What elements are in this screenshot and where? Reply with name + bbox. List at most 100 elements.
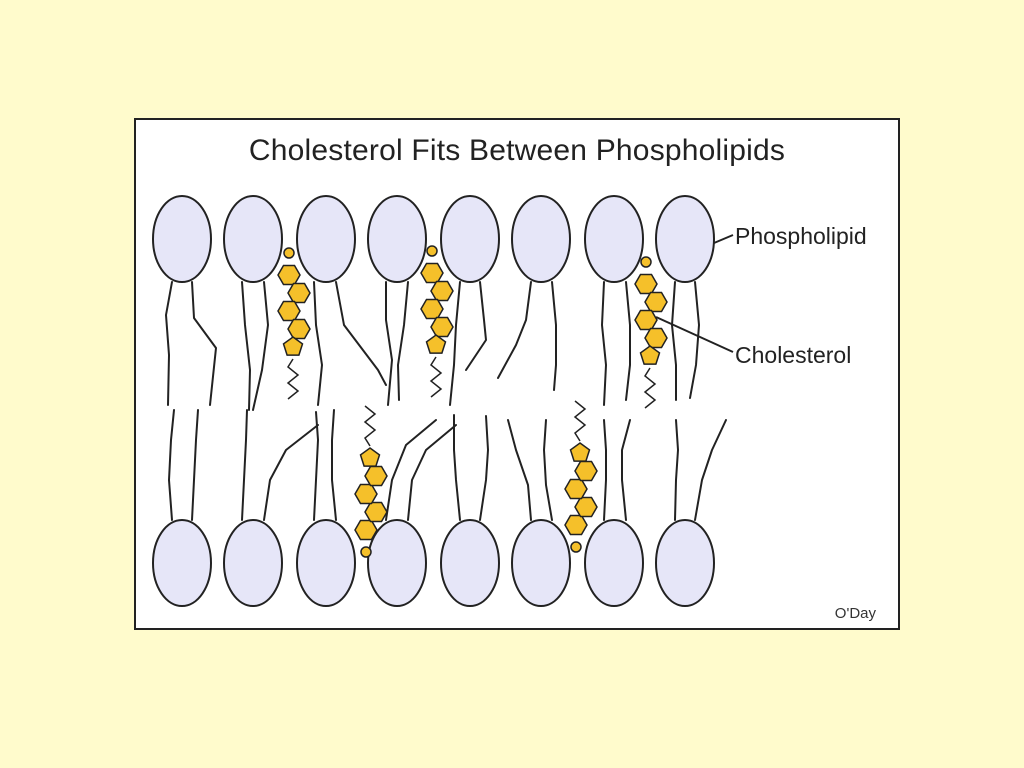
- phospholipid-head: [367, 519, 427, 607]
- cholesterol-pentagon-ring: [359, 447, 381, 467]
- phospholipid-tail: [252, 281, 269, 411]
- cholesterol-ring: [420, 298, 444, 320]
- cholesterol-ring: [644, 291, 668, 313]
- phospholipid-tail: [241, 409, 248, 521]
- phospholipid-head: [655, 519, 715, 607]
- hydroxyl-group: [570, 541, 582, 553]
- cholesterol-label: Cholesterol: [735, 342, 852, 368]
- phospholipid-tail: [313, 281, 323, 406]
- phospholipid-tail: [241, 281, 251, 411]
- phospholipid-tail: [168, 409, 175, 521]
- phospholipid-tail: [385, 419, 437, 521]
- cholesterol-ring: [564, 514, 588, 536]
- phospholipid-tail: [165, 281, 173, 406]
- phospholipid-tail: [674, 419, 679, 521]
- hydroxyl-group: [426, 245, 438, 257]
- phospholipid-head: [440, 519, 500, 607]
- phospholipid-tail: [479, 415, 489, 521]
- phospholipid-head: [152, 195, 212, 283]
- membrane-figure: Cholesterol Fits Between Phospholipids P…: [134, 118, 900, 630]
- diagram-title: Cholesterol Fits Between Phospholipids: [248, 134, 786, 167]
- hydroxyl-group: [360, 546, 372, 558]
- cholesterol-ring: [634, 309, 658, 331]
- phospholipid-head: [296, 519, 356, 607]
- phospholipid-tail: [497, 281, 532, 379]
- phospholipid-tail: [385, 281, 393, 406]
- membrane-diagram: [152, 195, 734, 607]
- phospholipid-tail: [263, 424, 319, 521]
- cholesterol-ring: [364, 465, 388, 487]
- hydroxyl-group: [283, 247, 295, 259]
- phospholipid-tail: [694, 419, 727, 521]
- label-leader-lines: [655, 234, 734, 353]
- cholesterol-leader-line: [655, 316, 734, 353]
- phospholipid-tail: [453, 414, 461, 521]
- cholesterol-tail: [363, 405, 377, 447]
- phospholipid-head: [584, 195, 644, 283]
- cholesterol-ring: [564, 478, 588, 500]
- phospholipid-head: [296, 195, 356, 283]
- phospholipid-tail: [543, 419, 553, 521]
- phospholipid-head: [440, 195, 500, 283]
- cholesterol-pentagon-ring: [282, 336, 304, 356]
- cholesterol-ring: [364, 501, 388, 523]
- phospholipid-head: [223, 195, 283, 283]
- cholesterol-molecule: [277, 247, 311, 400]
- cholesterol-pentagon-ring: [639, 345, 661, 365]
- phospholipid-head: [367, 195, 427, 283]
- phospholipid-tail: [407, 424, 457, 521]
- phospholipid-tail: [689, 281, 700, 399]
- phospholipid-tails: [165, 281, 727, 521]
- cholesterol-molecule: [564, 400, 598, 553]
- phospholipid-tail: [621, 419, 631, 521]
- phospholipid-tail: [603, 419, 607, 521]
- phospholipid-tail: [449, 281, 461, 406]
- hydroxyl-group: [640, 256, 652, 268]
- cholesterol-ring: [634, 273, 658, 295]
- cholesterol-molecule: [420, 245, 454, 398]
- phospholipid-head: [511, 519, 571, 607]
- author-credit: O'Day: [834, 605, 876, 622]
- cholesterol-ring: [644, 327, 668, 349]
- phospholipid-tail: [335, 281, 387, 386]
- phospholipid-tail: [191, 281, 217, 406]
- cholesterol-tail: [573, 400, 587, 442]
- cholesterol-molecule: [354, 405, 388, 558]
- cholesterol-ring: [277, 264, 301, 286]
- phospholipid-heads: [152, 195, 715, 607]
- phospholipid-tail: [191, 409, 199, 521]
- phospholipid-label: Phospholipid: [735, 223, 867, 249]
- phospholipid-head: [152, 519, 212, 607]
- cholesterol-ring: [277, 300, 301, 322]
- cholesterol-ring: [354, 483, 378, 505]
- cholesterol-ring: [420, 262, 444, 284]
- phospholipid-tail: [551, 281, 557, 391]
- phospholipid-tail: [507, 419, 532, 521]
- cholesterol-pentagon-ring: [425, 334, 447, 354]
- cholesterol-pentagon-ring: [569, 442, 591, 462]
- cholesterol-molecules: [277, 245, 668, 558]
- cholesterol-ring: [354, 519, 378, 541]
- cholesterol-molecule: [634, 256, 668, 409]
- phospholipid-tail: [397, 281, 409, 401]
- cholesterol-ring: [430, 280, 454, 302]
- phospholipid-tail: [671, 281, 677, 401]
- cholesterol-ring: [574, 496, 598, 518]
- phospholipid-head: [655, 195, 715, 283]
- phospholipid-tail: [465, 281, 487, 371]
- cholesterol-ring: [574, 460, 598, 482]
- phospholipid-head: [223, 519, 283, 607]
- phospholipid-head: [511, 195, 571, 283]
- phospholipid-tail: [331, 409, 337, 521]
- cholesterol-tail: [286, 358, 300, 400]
- cholesterol-tail: [643, 367, 657, 409]
- cholesterol-ring: [430, 316, 454, 338]
- cholesterol-tail: [429, 356, 443, 398]
- cholesterol-ring: [287, 282, 311, 304]
- phospholipid-tail: [625, 281, 631, 401]
- phospholipid-leader-line: [713, 234, 734, 244]
- phospholipid-head: [584, 519, 644, 607]
- cholesterol-ring: [287, 318, 311, 340]
- phospholipid-tail: [313, 411, 319, 521]
- phospholipid-tail: [601, 281, 607, 406]
